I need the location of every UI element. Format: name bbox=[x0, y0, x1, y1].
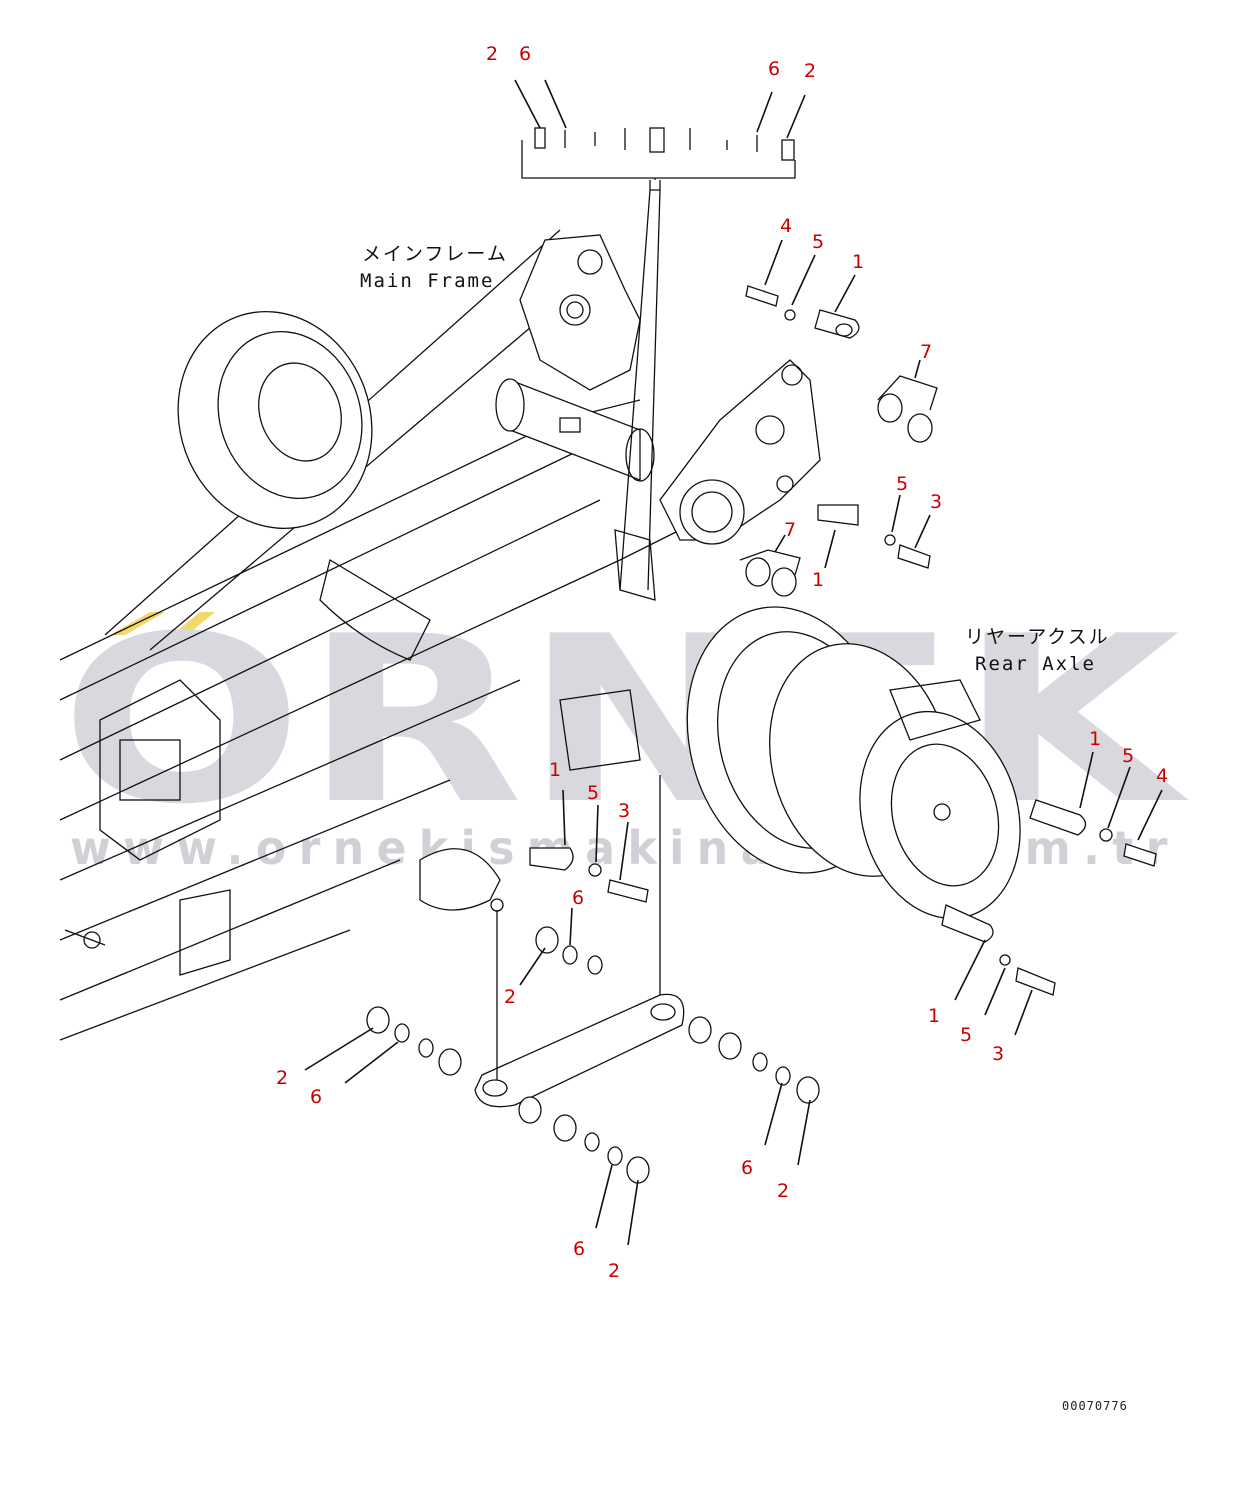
callout-c28: 6 bbox=[573, 1238, 585, 1260]
main-frame-drawing bbox=[59, 229, 821, 1041]
callout-c26: 6 bbox=[741, 1157, 753, 1179]
callout-c5: 4 bbox=[780, 215, 792, 237]
callout-c11: 7 bbox=[784, 519, 796, 541]
callout-c9: 5 bbox=[896, 473, 908, 495]
callout-c25: 6 bbox=[310, 1086, 322, 1108]
callout-c8: 7 bbox=[920, 341, 932, 363]
rear-axle-label-en: Rear Axle bbox=[975, 653, 1096, 675]
main-frame-label-en: Main Frame bbox=[360, 270, 494, 292]
callout-c21: 1 bbox=[549, 759, 561, 781]
callout-c12: 1 bbox=[812, 569, 824, 591]
callout-c13: 1 bbox=[1089, 728, 1101, 750]
callout-c18: 3 bbox=[992, 1043, 1004, 1065]
callout-c24: 2 bbox=[276, 1067, 288, 1089]
part-labels: メインフレーム Main Frame リヤーアクスル Rear Axle 000… bbox=[360, 243, 1128, 1413]
document-number: 00070776 bbox=[1062, 1399, 1128, 1413]
callout-c16: 1 bbox=[928, 1005, 940, 1027]
callout-c3: 6 bbox=[768, 58, 780, 80]
callout-c15: 4 bbox=[1156, 765, 1168, 787]
callout-c10: 3 bbox=[930, 491, 942, 513]
callout-c1: 2 bbox=[486, 43, 498, 65]
callout-c6: 5 bbox=[812, 231, 824, 253]
callout-c20: 2 bbox=[504, 986, 516, 1008]
callout-c19: 6 bbox=[572, 887, 584, 909]
leader-lines bbox=[304, 79, 1163, 1246]
fasteners-drawing bbox=[366, 285, 1157, 1184]
callout-numbers: 2 6 6 2 4 5 1 7 5 3 7 1 1 5 4 1 5 3 6 2 … bbox=[276, 43, 1168, 1282]
callout-c4: 2 bbox=[804, 60, 816, 82]
callout-c14: 5 bbox=[1122, 745, 1134, 767]
main-frame-label-jp: メインフレーム bbox=[362, 243, 508, 265]
callout-c23: 3 bbox=[618, 800, 630, 822]
callout-c2: 6 bbox=[519, 43, 531, 65]
link-rod-drawing bbox=[474, 993, 685, 1108]
callout-c17: 5 bbox=[960, 1024, 972, 1046]
rear-axle-drawing bbox=[686, 606, 1021, 920]
callout-c22: 5 bbox=[587, 782, 599, 804]
watermark-accent-right bbox=[172, 612, 215, 635]
rear-axle-label-jp: リヤーアクスル bbox=[965, 626, 1110, 648]
shim-set-drawing bbox=[521, 127, 796, 591]
callout-c27: 2 bbox=[777, 1180, 789, 1202]
watermark: ORNEK www.ornekismakinalari.com.tr bbox=[60, 588, 1190, 875]
callout-c7: 1 bbox=[852, 251, 864, 273]
callout-c29: 2 bbox=[608, 1260, 620, 1282]
